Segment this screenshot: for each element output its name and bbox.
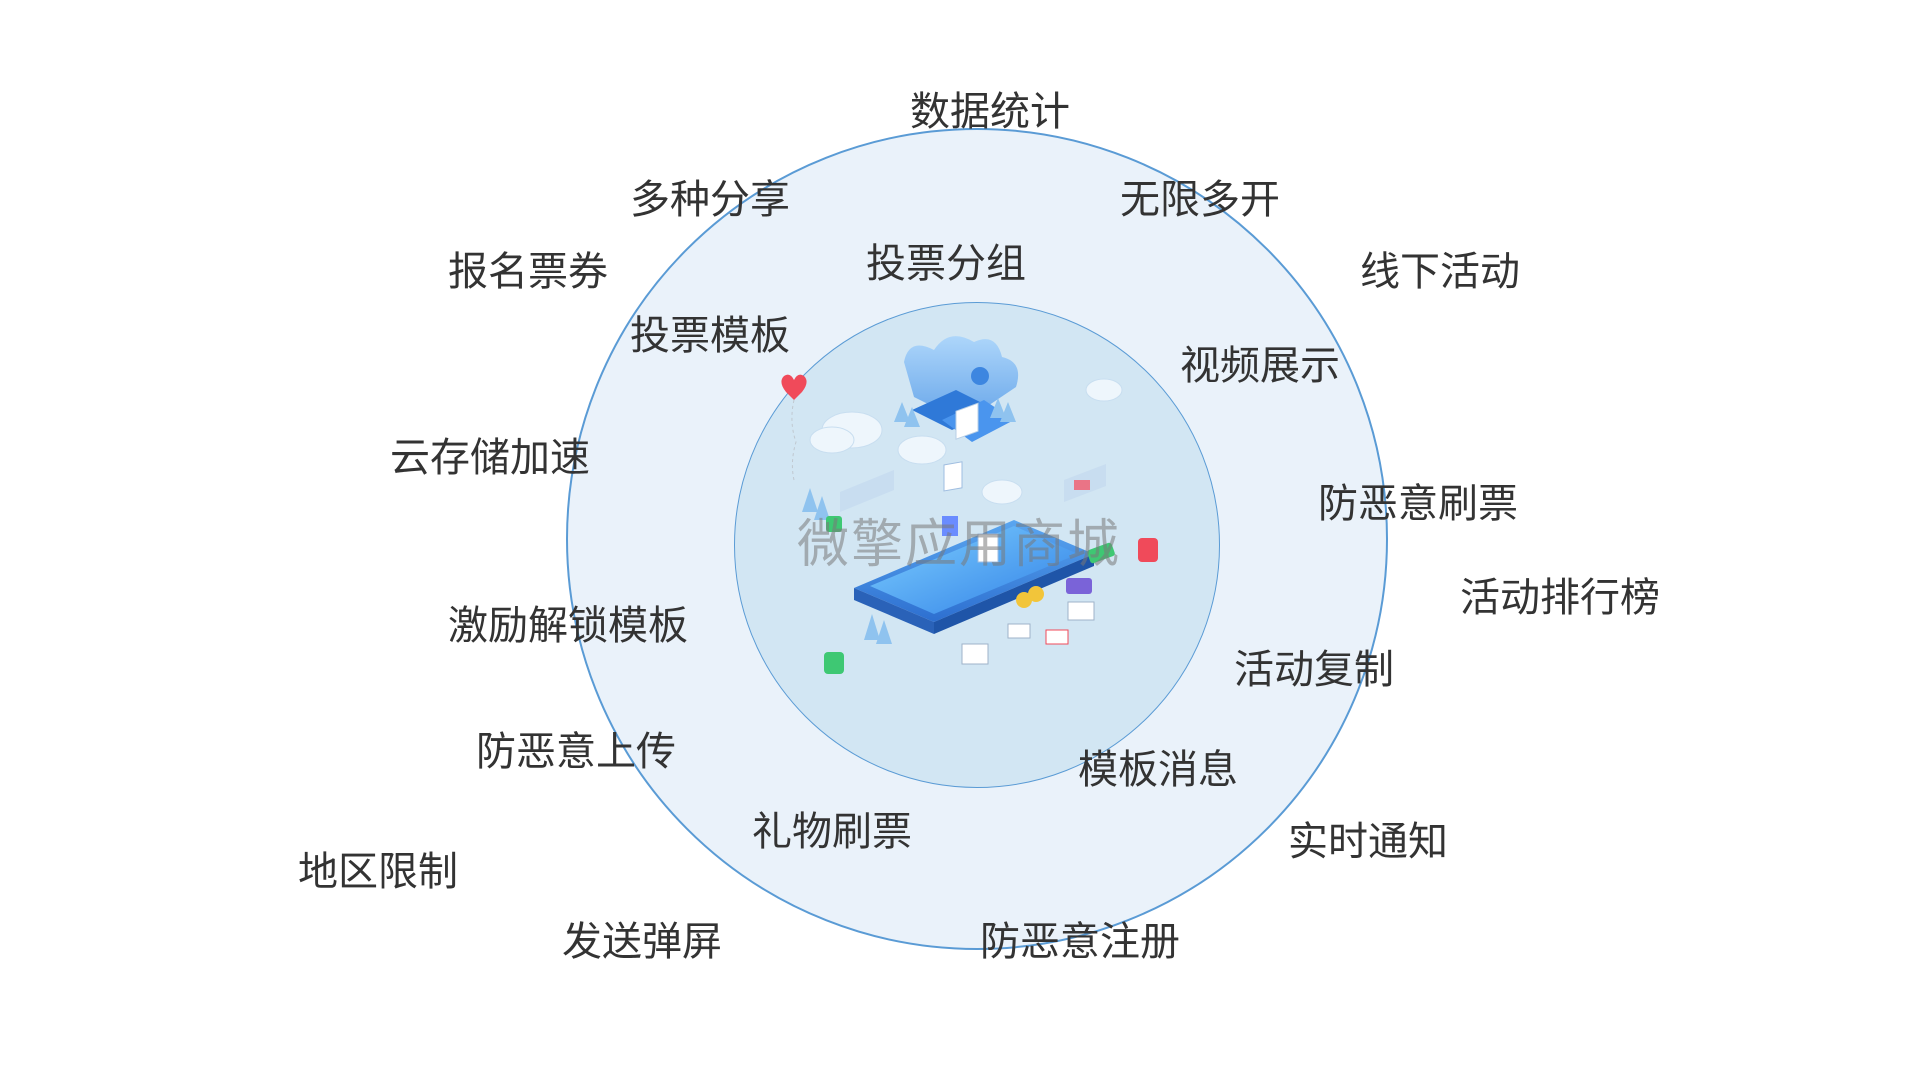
- label-event-copy: 活动复制: [1234, 647, 1394, 693]
- cloud-icon: [809, 378, 1123, 505]
- label-vote-group: 投票分组: [866, 241, 1026, 287]
- label-event-ranking: 活动排行榜: [1460, 575, 1660, 621]
- label-video-display: 视频展示: [1180, 343, 1340, 389]
- label-danmaku: 发送弹屏: [562, 919, 722, 965]
- label-anti-fraud-vote: 防恶意刷票: [1318, 481, 1518, 527]
- badge-icons: [824, 516, 1158, 674]
- label-offline-event: 线下活动: [1360, 249, 1520, 295]
- label-realtime-notice: 实时通知: [1288, 819, 1448, 865]
- phone-cloud-illustration: [781, 336, 1158, 674]
- phone-icon: [854, 461, 1094, 634]
- label-incentive-unlock: 激励解锁模板: [448, 603, 688, 649]
- label-unlimited-open: 无限多开: [1120, 177, 1280, 223]
- label-vote-template: 投票模板: [630, 313, 790, 359]
- label-region-limit: 地区限制: [298, 849, 458, 895]
- label-multi-share: 多种分享: [630, 177, 790, 223]
- label-cloud-storage: 云存储加速: [390, 435, 590, 481]
- tree-icon: [802, 398, 1016, 644]
- label-anti-malicious-register: 防恶意注册: [980, 919, 1180, 965]
- label-template-message: 模板消息: [1078, 747, 1238, 793]
- label-anti-malicious-upload: 防恶意上传: [476, 729, 676, 775]
- label-signup-ticket: 报名票券: [448, 249, 608, 295]
- label-gift-vote: 礼物刷票: [752, 809, 912, 855]
- heart-balloon-icon: [781, 374, 807, 481]
- panel-icon: [840, 464, 1106, 512]
- cloud-folder-icon: [904, 336, 1019, 442]
- watermark-text: 微擎应用商城: [797, 515, 1122, 575]
- label-data-stats: 数据统计: [910, 89, 1070, 135]
